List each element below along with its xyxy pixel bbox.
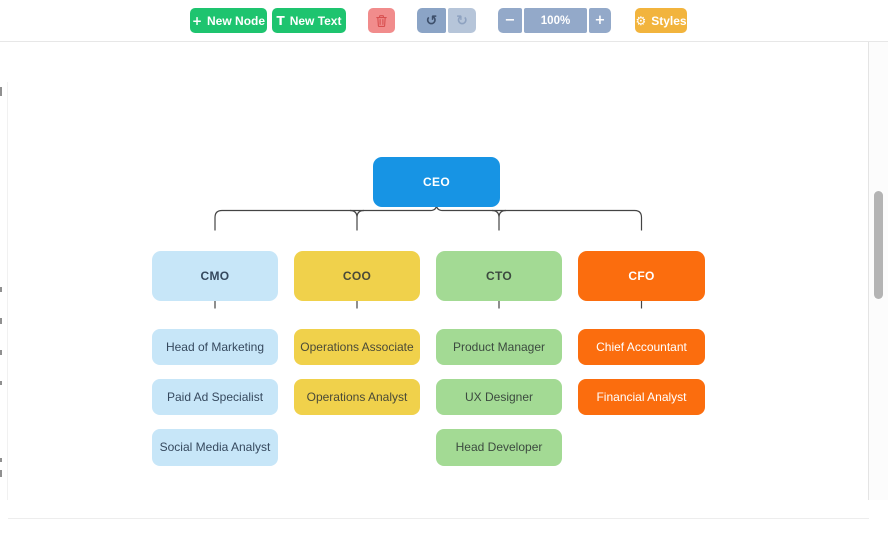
redo-button[interactable]: ↻ bbox=[448, 8, 476, 33]
new-node-label: New Node bbox=[207, 13, 266, 28]
vertical-scrollbar-thumb[interactable] bbox=[874, 191, 883, 299]
toolbar: + New Node T New Text ↺ ↻ − 100% + ⚙ Sty… bbox=[0, 0, 888, 42]
org-node-ux-designer[interactable]: UX Designer bbox=[436, 379, 562, 415]
org-node-product-manager[interactable]: Product Manager bbox=[436, 329, 562, 365]
canvas-bottom-rule bbox=[8, 518, 869, 519]
org-node-chief-accountant[interactable]: Chief Accountant bbox=[578, 329, 705, 365]
org-node-operations-associate[interactable]: Operations Associate bbox=[294, 329, 420, 365]
plus-icon: + bbox=[594, 13, 606, 28]
minus-icon: − bbox=[504, 13, 516, 28]
org-node-coo[interactable]: COO bbox=[294, 251, 420, 301]
trash-icon bbox=[376, 14, 387, 27]
undo-icon: ↺ bbox=[425, 12, 438, 29]
left-edge-mark bbox=[0, 318, 2, 324]
diagram-canvas[interactable]: CEO CMO COO CTO CFO Head of Marketing Pa… bbox=[0, 41, 888, 519]
left-edge-mark bbox=[0, 287, 2, 292]
new-text-label: New Text bbox=[289, 13, 342, 28]
org-node-head-of-marketing[interactable]: Head of Marketing bbox=[152, 329, 278, 365]
zoom-in-button[interactable]: + bbox=[589, 8, 611, 33]
delete-button[interactable] bbox=[368, 8, 395, 33]
org-node-ceo[interactable]: CEO bbox=[373, 157, 500, 207]
text-tool-icon: T bbox=[276, 13, 285, 28]
org-node-social-media-analyst[interactable]: Social Media Analyst bbox=[152, 429, 278, 466]
zoom-out-button[interactable]: − bbox=[498, 8, 522, 33]
org-node-operations-analyst[interactable]: Operations Analyst bbox=[294, 379, 420, 415]
left-edge-mark bbox=[0, 87, 2, 96]
gear-icon: ⚙ bbox=[635, 13, 647, 28]
new-node-button[interactable]: + New Node bbox=[190, 8, 267, 33]
org-node-financial-analyst[interactable]: Financial Analyst bbox=[578, 379, 705, 415]
vertical-scrollbar-track[interactable] bbox=[868, 41, 888, 500]
org-node-head-developer[interactable]: Head Developer bbox=[436, 429, 562, 466]
zoom-level-value: 100% bbox=[540, 14, 571, 27]
redo-icon: ↻ bbox=[456, 12, 468, 29]
left-edge-mark bbox=[0, 381, 2, 385]
left-edge-mark bbox=[0, 458, 2, 462]
styles-label: Styles bbox=[651, 13, 687, 28]
styles-button[interactable]: ⚙ Styles bbox=[635, 8, 687, 33]
plus-icon: + bbox=[191, 13, 203, 28]
zoom-level-display: 100% bbox=[524, 8, 587, 33]
org-node-cmo[interactable]: CMO bbox=[152, 251, 278, 301]
left-edge-mark bbox=[0, 470, 2, 477]
org-node-cfo[interactable]: CFO bbox=[578, 251, 705, 301]
canvas-left-edge bbox=[7, 82, 8, 500]
left-edge-mark bbox=[0, 350, 2, 355]
new-text-button[interactable]: T New Text bbox=[272, 8, 346, 33]
org-node-paid-ad-specialist[interactable]: Paid Ad Specialist bbox=[152, 379, 278, 415]
org-node-cto[interactable]: CTO bbox=[436, 251, 562, 301]
undo-button[interactable]: ↺ bbox=[417, 8, 446, 33]
